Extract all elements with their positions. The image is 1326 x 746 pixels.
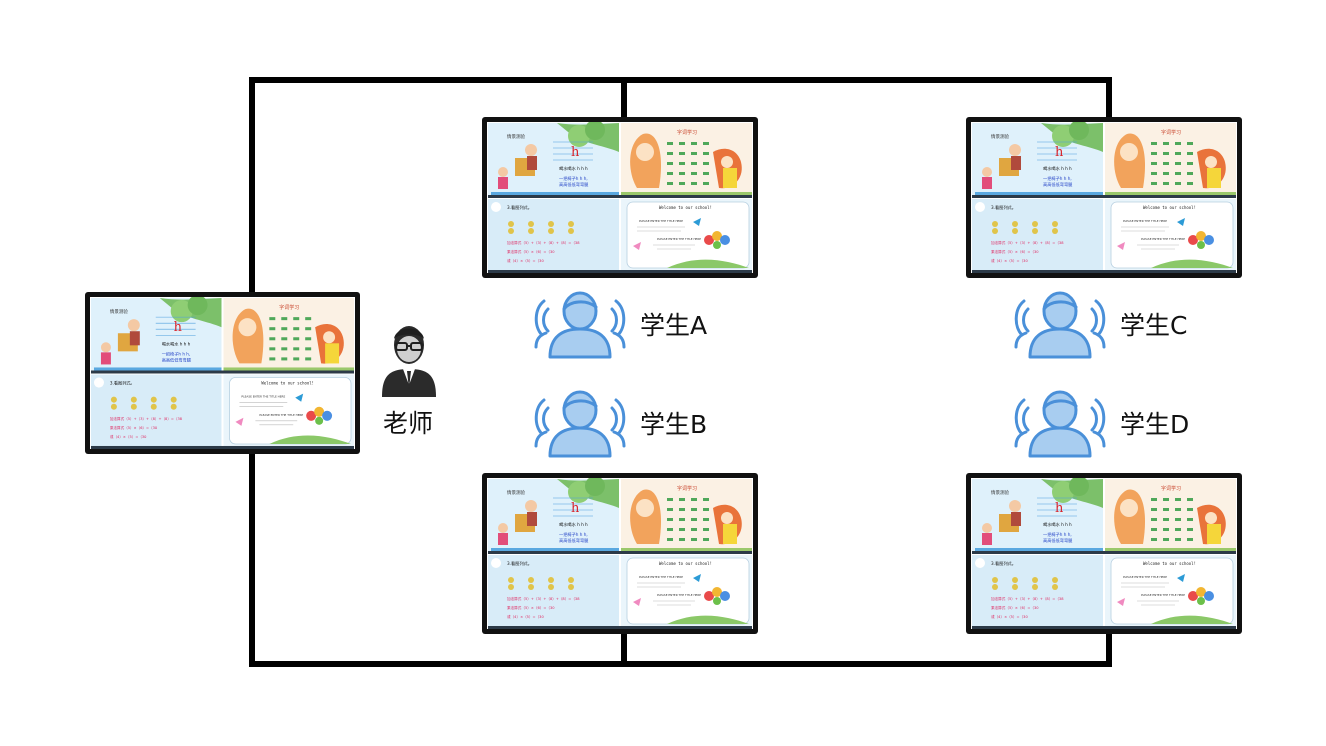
svg-text:情景测验: 情景测验	[110, 308, 128, 315]
svg-text:字词学习: 字词学习	[1161, 485, 1181, 492]
student-a-label: 学生A	[640, 311, 708, 340]
svg-text:喝水喝水 h h h: 喝水喝水 h h h	[1043, 521, 1072, 528]
svg-text:PLEASE ENTER THE TITLE HERE: PLEASE ENTER THE TITLE HERE	[1141, 237, 1185, 241]
student-c-label: 学生C	[1120, 311, 1188, 340]
student-a-screen: 情景测验 h 喝水喝水 h h h 一把椅子h h h, 高高低低弯弯腿 字词学…	[487, 122, 753, 273]
svg-text:乘法算式（5）×（6）=（30: 乘法算式（5）×（6）=（30	[991, 249, 1039, 254]
svg-text:喝水喝水 h h h: 喝水喝水 h h h	[162, 340, 191, 347]
svg-text:情景测验: 情景测验	[991, 133, 1009, 140]
student-group-icon-a	[534, 291, 626, 359]
svg-text:喝水喝水 h h h: 喝水喝水 h h h	[1043, 165, 1072, 172]
student-b-label: 学生B	[640, 410, 708, 439]
svg-text:字词学习: 字词学习	[279, 304, 299, 311]
svg-text:喝水喝水 h h h: 喝水喝水 h h h	[559, 165, 588, 172]
svg-text:或（4）×（5）=（30: 或（4）×（5）=（30	[507, 258, 544, 263]
svg-text:一把椅子h h h,: 一把椅子h h h,	[559, 531, 588, 538]
svg-text:情景测验: 情景测验	[507, 489, 525, 496]
svg-text:一把椅子h h h,: 一把椅子h h h,	[162, 350, 191, 357]
svg-text:乘法算式（5）×（6）=（30: 乘法算式（5）×（6）=（30	[991, 605, 1039, 610]
svg-text:Welcome to our school!: Welcome to our school!	[659, 561, 712, 566]
svg-text:字词学习: 字词学习	[677, 129, 697, 136]
svg-text:情景测验: 情景测验	[991, 489, 1009, 496]
student-c-screen: 情景测验 h 喝水喝水 h h h 一把椅子h h h, 高高低低弯弯腿 字词学…	[971, 122, 1237, 273]
svg-text:加法算式（5）+（3）+（8）+（8）=（38: 加法算式（5）+（3）+（8）+（8）=（38	[991, 240, 1064, 245]
svg-text:PLEASE ENTER THE TITLE HERE: PLEASE ENTER THE TITLE HERE	[1123, 575, 1167, 579]
svg-text:或（4）×（5）=（30: 或（4）×（5）=（30	[991, 258, 1028, 263]
svg-text:PLEASE ENTER THE TITLE HERE: PLEASE ENTER THE TITLE HERE	[657, 237, 701, 241]
teacher-icon	[382, 326, 436, 397]
svg-text:h: h	[1055, 145, 1064, 160]
svg-text:加法算式（5）+（3）+（8）+（8）=（38: 加法算式（5）+（3）+（8）+（8）=（38	[991, 596, 1064, 601]
svg-text:一把椅子h h h,: 一把椅子h h h,	[1043, 531, 1072, 538]
svg-text:喝水喝水 h h h: 喝水喝水 h h h	[559, 521, 588, 528]
svg-text:加法算式（5）+（3）+（8）+（8）=（38: 加法算式（5）+（3）+（8）+（8）=（38	[110, 416, 183, 421]
svg-text:3.看图列式。: 3.看图列式。	[110, 380, 135, 387]
student-group-icon-d	[1014, 390, 1106, 458]
svg-text:或（4）×（5）=（30: 或（4）×（5）=（30	[507, 614, 544, 619]
svg-text:PLEASE ENTER THE TITLE HERE: PLEASE ENTER THE TITLE HERE	[1141, 593, 1185, 597]
svg-text:Welcome to our school!: Welcome to our school!	[1143, 561, 1196, 566]
student-c-monitor: 情景测验 h 喝水喝水 h h h 一把椅子h h h, 高高低低弯弯腿 字词学…	[966, 117, 1242, 278]
svg-text:高高低低弯弯腿: 高高低低弯弯腿	[1043, 537, 1073, 544]
svg-text:乘法算式（5）×（6）=（30: 乘法算式（5）×（6）=（30	[507, 249, 555, 254]
svg-text:加法算式（5）+（3）+（8）+（8）=（38: 加法算式（5）+（3）+（8）+（8）=（38	[507, 596, 580, 601]
student-a-monitor: 情景测验 h 喝水喝水 h h h 一把椅子h h h, 高高低低弯弯腿 字词学…	[482, 117, 758, 278]
svg-text:乘法算式（5）×（6）=（30: 乘法算式（5）×（6）=（30	[110, 425, 158, 430]
svg-text:h: h	[174, 320, 183, 335]
student-b-monitor: 情景测验 h 喝水喝水 h h h 一把椅子h h h, 高高低低弯弯腿 字词学…	[482, 473, 758, 634]
svg-text:PLEASE ENTER THE TITLE HERE: PLEASE ENTER THE TITLE HERE	[241, 395, 285, 399]
student-d-screen: 情景测验 h 喝水喝水 h h h 一把椅子h h h, 高高低低弯弯腿 字词学…	[971, 478, 1237, 629]
svg-text:3.看图列式。: 3.看图列式。	[507, 560, 532, 567]
svg-text:一把椅子h h h,: 一把椅子h h h,	[559, 175, 588, 182]
svg-text:高高低低弯弯腿: 高高低低弯弯腿	[162, 356, 192, 363]
svg-text:3.看图列式。: 3.看图列式。	[991, 560, 1016, 567]
student-group-icon-b	[534, 390, 626, 458]
svg-text:PLEASE ENTER THE TITLE HERE: PLEASE ENTER THE TITLE HERE	[259, 413, 303, 417]
svg-text:PLEASE ENTER THE TITLE HERE: PLEASE ENTER THE TITLE HERE	[639, 219, 683, 223]
svg-text:高高低低弯弯腿: 高高低低弯弯腿	[559, 181, 589, 188]
svg-text:Welcome to our school!: Welcome to our school!	[659, 205, 712, 210]
svg-text:3.看图列式。: 3.看图列式。	[991, 204, 1016, 211]
teacher-monitor: 情景测验 h 喝水喝水 h h h 一把椅子h h h, 高高低低弯弯腿 字词学…	[85, 292, 360, 454]
student-d-label: 学生D	[1120, 410, 1190, 439]
svg-text:乘法算式（5）×（6）=（30: 乘法算式（5）×（6）=（30	[507, 605, 555, 610]
svg-text:字词学习: 字词学习	[677, 485, 697, 492]
svg-text:高高低低弯弯腿: 高高低低弯弯腿	[1043, 181, 1073, 188]
svg-text:Welcome to our school!: Welcome to our school!	[261, 381, 314, 386]
connection-lines	[249, 77, 1112, 667]
svg-text:h: h	[1055, 501, 1064, 516]
student-b-screen: 情景测验 h 喝水喝水 h h h 一把椅子h h h, 高高低低弯弯腿 字词学…	[487, 478, 753, 629]
svg-text:一把椅子h h h,: 一把椅子h h h,	[1043, 175, 1072, 182]
student-d-monitor: 情景测验 h 喝水喝水 h h h 一把椅子h h h, 高高低低弯弯腿 字词学…	[966, 473, 1242, 634]
svg-text:或（4）×（5）=（30: 或（4）×（5）=（30	[110, 434, 147, 439]
svg-text:h: h	[571, 501, 580, 516]
svg-text:PLEASE ENTER THE TITLE HERE: PLEASE ENTER THE TITLE HERE	[639, 575, 683, 579]
svg-text:PLEASE ENTER THE TITLE HERE: PLEASE ENTER THE TITLE HERE	[1123, 219, 1167, 223]
svg-text:加法算式（5）+（3）+（8）+（8）=（38: 加法算式（5）+（3）+（8）+（8）=（38	[507, 240, 580, 245]
svg-text:PLEASE ENTER THE TITLE HERE: PLEASE ENTER THE TITLE HERE	[657, 593, 701, 597]
svg-text:3.看图列式。: 3.看图列式。	[507, 204, 532, 211]
svg-text:情景测验: 情景测验	[507, 133, 525, 140]
svg-text:或（4）×（5）=（30: 或（4）×（5）=（30	[991, 614, 1028, 619]
svg-text:高高低低弯弯腿: 高高低低弯弯腿	[559, 537, 589, 544]
student-group-icon-c	[1014, 291, 1106, 359]
svg-text:Welcome to our school!: Welcome to our school!	[1143, 205, 1196, 210]
teacher-screen: 情景测验 h 喝水喝水 h h h 一把椅子h h h, 高高低低弯弯腿 字词学…	[90, 297, 355, 449]
teacher-label: 老师	[383, 409, 434, 438]
svg-text:字词学习: 字词学习	[1161, 129, 1181, 136]
svg-text:h: h	[571, 145, 580, 160]
